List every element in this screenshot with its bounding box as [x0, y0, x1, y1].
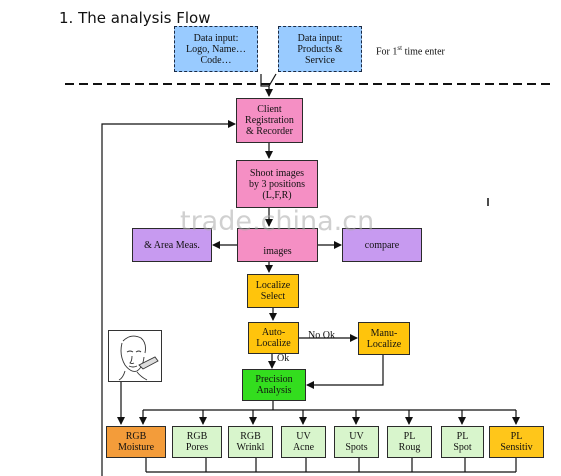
shoot-images-box: Shoot images by 3 positions (L,F,R): [236, 160, 318, 208]
face-illustration: [108, 330, 162, 382]
result-rgb-wrinkl: RGB Wrinkl: [228, 426, 273, 458]
compare-box: compare: [342, 228, 422, 262]
arrow-inputs-to-registration: [260, 74, 273, 97]
client-registration-box: Client Registration & Recorder: [236, 98, 303, 143]
result-pl-spot: PL Spot: [441, 426, 484, 458]
first-time-note: For 1st time enter: [376, 44, 445, 58]
result-rgb-pores: RGB Pores: [172, 426, 222, 458]
result-pl-sensitiv: PL Sensitiv: [489, 426, 544, 458]
arrow-loop-to-registration: [101, 120, 236, 476]
manu-localize-box: Manu- Localize: [358, 322, 410, 355]
face-icon: [118, 335, 159, 381]
area-meas-box: & Area Meas.: [132, 228, 212, 262]
localize-select-box: Localize Select: [247, 274, 299, 308]
result-pl-roug: PL Roug: [387, 426, 432, 458]
page-title: 1. The analysis Flow: [59, 9, 211, 27]
edge-label-no-ok: No Ok: [308, 330, 335, 341]
result-uv-acne: UV Acne: [281, 426, 326, 458]
precision-analysis-box: Precision Analysis: [242, 369, 306, 401]
edge-label-ok: Ok: [277, 353, 290, 364]
data-input-products-box: Data input: Products & Service: [278, 26, 362, 72]
result-rgb-moisture: RGB Moisture: [106, 426, 166, 458]
watermark: trade.china.cn: [180, 206, 375, 237]
result-uv-spots: UV Spots: [334, 426, 379, 458]
data-input-logo-box: Data input: Logo, Name… Code…: [174, 26, 258, 72]
auto-localize-box: Auto- Localize: [248, 322, 299, 354]
arrow-manu-to-precision: [306, 355, 384, 389]
images-box: images: [237, 228, 318, 262]
